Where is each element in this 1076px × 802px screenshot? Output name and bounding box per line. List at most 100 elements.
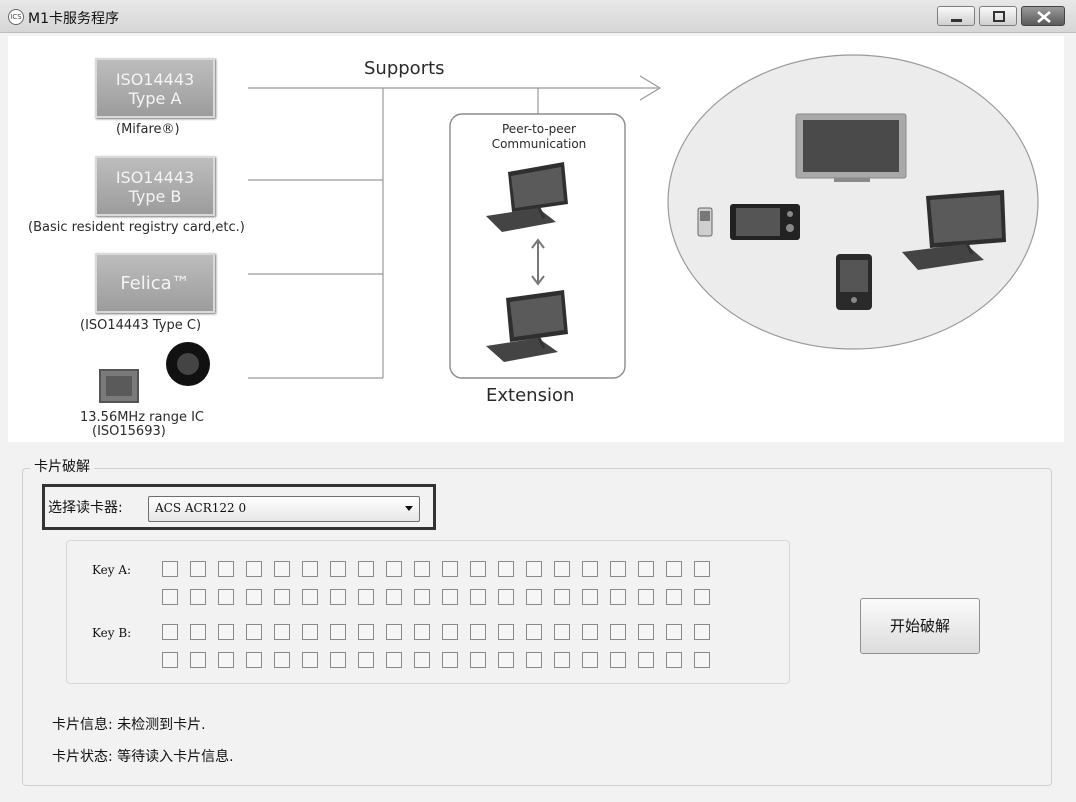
key-b-byte-input[interactable] bbox=[610, 624, 626, 640]
key-b-byte-input[interactable] bbox=[526, 624, 542, 640]
key-b-byte-input[interactable] bbox=[694, 652, 710, 668]
key-a-byte-input[interactable] bbox=[610, 561, 626, 577]
key-b-byte-input[interactable] bbox=[442, 652, 458, 668]
key-a-byte-input[interactable] bbox=[274, 561, 290, 577]
key-a-byte-input[interactable] bbox=[638, 589, 654, 605]
key-a-byte-input[interactable] bbox=[554, 561, 570, 577]
key-a-byte-input[interactable] bbox=[582, 561, 598, 577]
iso14443-type-a-box: ISO14443 Type A bbox=[95, 58, 215, 118]
key-a-byte-input[interactable] bbox=[554, 589, 570, 605]
key-a-byte-input[interactable] bbox=[190, 589, 206, 605]
key-b-byte-input[interactable] bbox=[358, 624, 374, 640]
key-b-byte-input[interactable] bbox=[330, 652, 346, 668]
key-b-byte-input[interactable] bbox=[554, 624, 570, 640]
type-b-line1: ISO14443 bbox=[115, 168, 195, 187]
window-title: M1卡服务程序 bbox=[28, 11, 119, 27]
key-b-byte-input[interactable] bbox=[190, 624, 206, 640]
key-b-byte-input[interactable] bbox=[470, 652, 486, 668]
key-b-byte-input[interactable] bbox=[554, 652, 570, 668]
key-b-byte-input[interactable] bbox=[274, 624, 290, 640]
key-b-byte-input[interactable] bbox=[498, 652, 514, 668]
key-a-byte-input[interactable] bbox=[162, 589, 178, 605]
key-a-byte-input[interactable] bbox=[694, 561, 710, 577]
reader-select[interactable]: ACS ACR122 0 bbox=[148, 496, 420, 522]
key-a-byte-input[interactable] bbox=[666, 589, 682, 605]
key-b-byte-input[interactable] bbox=[638, 624, 654, 640]
computer-icon bbox=[486, 290, 568, 362]
key-b-byte-input[interactable] bbox=[470, 624, 486, 640]
key-b-byte-input[interactable] bbox=[386, 652, 402, 668]
key-b-byte-input[interactable] bbox=[302, 624, 318, 640]
close-icon bbox=[1037, 11, 1051, 23]
key-b-byte-input[interactable] bbox=[274, 652, 290, 668]
key-b-byte-input[interactable] bbox=[246, 624, 262, 640]
key-b-byte-input[interactable] bbox=[582, 624, 598, 640]
key-a-byte-input[interactable] bbox=[330, 561, 346, 577]
supports-arrow-head bbox=[639, 75, 662, 101]
key-a-byte-input[interactable] bbox=[274, 589, 290, 605]
key-b-byte-input[interactable] bbox=[330, 624, 346, 640]
key-a-byte-input[interactable] bbox=[694, 589, 710, 605]
key-b-byte-input[interactable] bbox=[358, 652, 374, 668]
key-a-byte-input[interactable] bbox=[470, 589, 486, 605]
key-a-byte-input[interactable] bbox=[190, 561, 206, 577]
key-b-byte-input[interactable] bbox=[386, 624, 402, 640]
key-b-byte-input[interactable] bbox=[414, 624, 430, 640]
key-b-byte-input[interactable] bbox=[582, 652, 598, 668]
key-b-byte-input[interactable] bbox=[246, 652, 262, 668]
key-a-byte-input[interactable] bbox=[386, 589, 402, 605]
key-a-byte-input[interactable] bbox=[246, 589, 262, 605]
key-a-byte-input[interactable] bbox=[218, 589, 234, 605]
minimize-button[interactable] bbox=[937, 6, 975, 26]
key-b-byte-input[interactable] bbox=[162, 624, 178, 640]
key-b-byte-input[interactable] bbox=[218, 652, 234, 668]
key-a-byte-input[interactable] bbox=[246, 561, 262, 577]
two-way-arrow-icon bbox=[531, 238, 545, 286]
key-a-byte-input[interactable] bbox=[610, 589, 626, 605]
key-a-byte-input[interactable] bbox=[162, 561, 178, 577]
key-a-byte-input[interactable] bbox=[442, 589, 458, 605]
extension-label: Extension bbox=[486, 385, 575, 406]
key-b-byte-input[interactable] bbox=[442, 624, 458, 640]
key-b-byte-input[interactable] bbox=[162, 652, 178, 668]
card-reader-icon: ICS bbox=[8, 9, 24, 25]
close-button[interactable] bbox=[1021, 6, 1065, 26]
key-a-byte-input[interactable] bbox=[358, 561, 374, 577]
key-b-byte-input[interactable] bbox=[610, 652, 626, 668]
reader-label: 选择读卡器: bbox=[48, 500, 123, 516]
iso14443-type-b-box: ISO14443 Type B bbox=[95, 156, 215, 216]
key-a-byte-input[interactable] bbox=[498, 589, 514, 605]
key-b-byte-input[interactable] bbox=[498, 624, 514, 640]
type-a-caption: (Mifare®) bbox=[116, 122, 180, 137]
key-a-byte-input[interactable] bbox=[442, 561, 458, 577]
key-a-byte-input[interactable] bbox=[470, 561, 486, 577]
key-a-byte-input[interactable] bbox=[330, 589, 346, 605]
key-a-byte-input[interactable] bbox=[526, 561, 542, 577]
key-b-byte-input[interactable] bbox=[666, 652, 682, 668]
maximize-button[interactable] bbox=[979, 6, 1017, 26]
key-b-byte-input[interactable] bbox=[218, 624, 234, 640]
type-a-line2: Type A bbox=[128, 89, 182, 108]
key-a-byte-input[interactable] bbox=[302, 589, 318, 605]
key-b-byte-input[interactable] bbox=[666, 624, 682, 640]
type-a-line1: ISO14443 bbox=[115, 70, 195, 89]
key-a-byte-input[interactable] bbox=[414, 589, 430, 605]
key-a-byte-input[interactable] bbox=[358, 589, 374, 605]
key-b-byte-input[interactable] bbox=[190, 652, 206, 668]
key-b-byte-input[interactable] bbox=[694, 624, 710, 640]
key-a-byte-input[interactable] bbox=[666, 561, 682, 577]
start-crack-button[interactable]: 开始破解 bbox=[860, 598, 980, 654]
key-b-byte-input[interactable] bbox=[414, 652, 430, 668]
key-a-byte-input[interactable] bbox=[302, 561, 318, 577]
key-a-byte-input[interactable] bbox=[638, 561, 654, 577]
key-a-byte-input[interactable] bbox=[414, 561, 430, 577]
key-a-byte-input[interactable] bbox=[498, 561, 514, 577]
key-b-byte-input[interactable] bbox=[638, 652, 654, 668]
key-a-byte-input[interactable] bbox=[218, 561, 234, 577]
felica-box: Felica™ bbox=[95, 253, 215, 313]
key-b-byte-input[interactable] bbox=[302, 652, 318, 668]
key-a-byte-input[interactable] bbox=[582, 589, 598, 605]
key-a-byte-input[interactable] bbox=[386, 561, 402, 577]
key-a-byte-input[interactable] bbox=[526, 589, 542, 605]
key-b-byte-input[interactable] bbox=[526, 652, 542, 668]
